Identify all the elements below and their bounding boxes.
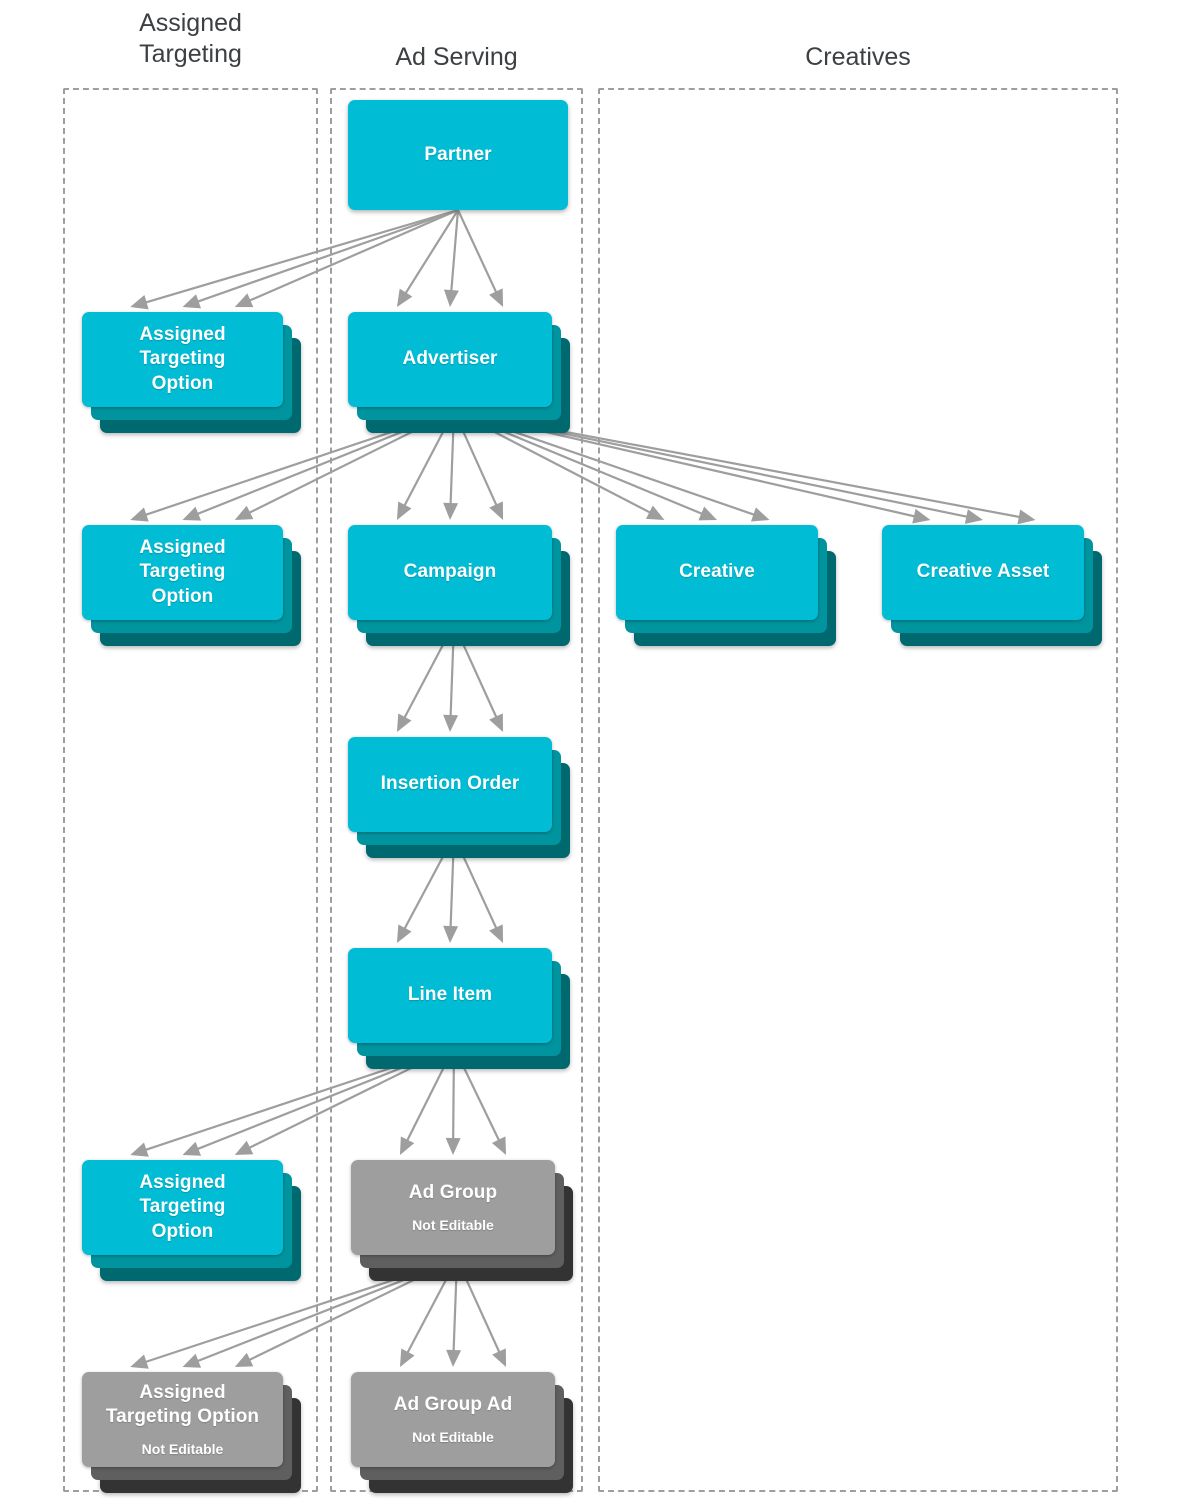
node-label: Assigned Targeting Option [139,1172,226,1242]
node-card-front[interactable]: Advertiser [348,312,552,407]
node-advertiser[interactable]: Advertiser [348,312,570,433]
node-label: Advertiser [402,348,498,370]
node-card-front[interactable]: Creative Asset [882,525,1084,620]
node-card-front[interactable]: Creative [616,525,818,620]
node-line-item[interactable]: Line Item [348,948,570,1069]
node-ato-advertiser[interactable]: Assigned Targeting Option [82,525,301,646]
column-title-assigned-targeting: Assigned Targeting [139,9,242,69]
node-card-front[interactable]: Line Item [348,948,552,1043]
node-label: Line Item [407,984,493,1006]
node-label: Campaign [403,561,497,583]
node-creative-asset[interactable]: Creative Asset [882,525,1102,646]
node-sublabel: Not Editable [412,1217,494,1234]
node-card-front[interactable]: Ad Group Ad Not Editable [351,1372,555,1467]
column-title-creatives: Creatives [805,43,911,71]
node-label: Creative [679,561,755,583]
node-card-front[interactable]: Assigned Targeting Option [82,1160,283,1255]
node-sublabel: Not Editable [141,1441,224,1458]
node-sublabel: Not Editable [412,1429,494,1446]
node-card-front[interactable]: Partner [348,100,568,210]
node-insertion-order[interactable]: Insertion Order [348,737,570,858]
column-frame-creatives [598,88,1118,1492]
node-label: Assigned Targeting Option [105,1381,260,1428]
node-label: Creative Asset [916,561,1050,583]
node-partner[interactable]: Partner [348,100,568,210]
node-ad-group-ad[interactable]: Ad Group Ad Not Editable [351,1372,573,1493]
node-card-front[interactable]: Insertion Order [348,737,552,832]
node-card-front[interactable]: Assigned Targeting Option [82,525,283,620]
node-label: Ad Group [408,1181,498,1203]
node-label: Assigned Targeting Option [139,537,226,607]
node-card-front[interactable]: Assigned Targeting Option [82,312,283,407]
node-label: Assigned Targeting Option [139,324,226,394]
node-label: Insertion Order [380,773,520,795]
node-ato-partner[interactable]: Assigned Targeting Option [82,312,301,433]
column-frame-assigned-targeting [63,88,318,1492]
node-label: Partner [424,143,492,165]
column-title-ad-serving: Ad Serving [395,43,518,71]
node-ato-lineitem[interactable]: Assigned Targeting Option [82,1160,301,1281]
node-campaign[interactable]: Campaign [348,525,570,646]
node-creative[interactable]: Creative [616,525,836,646]
node-label: Ad Group Ad [393,1393,513,1415]
node-card-front[interactable]: Campaign [348,525,552,620]
